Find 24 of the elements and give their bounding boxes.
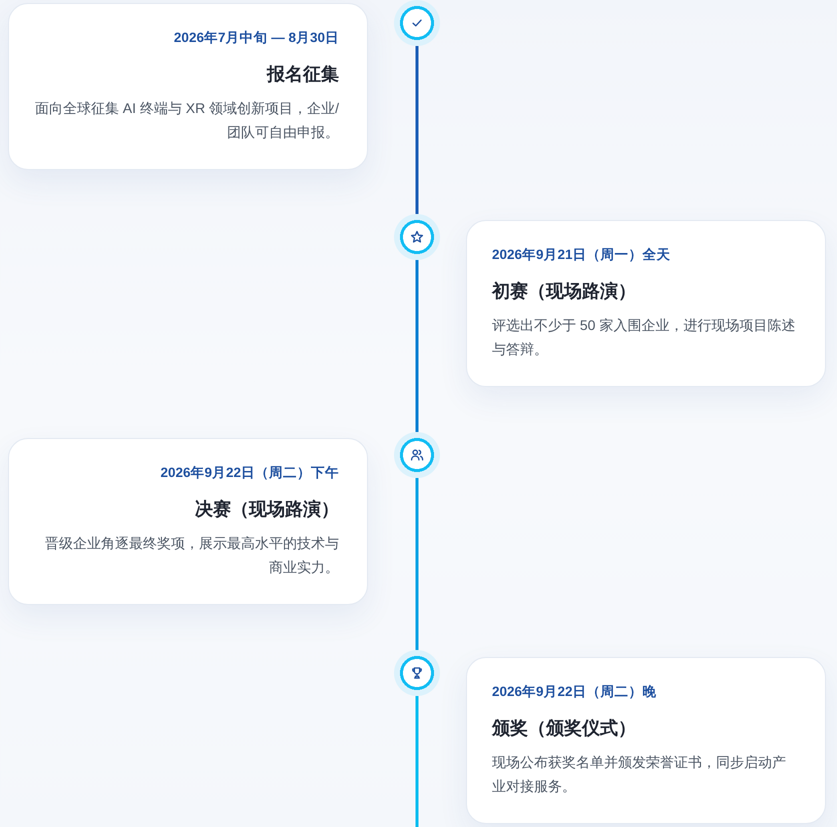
- timeline-line: [416, 260, 418, 432]
- card-description: 面向全球征集 AI 终端与 XR 领域创新项目，企业/团队可自由申报。: [34, 99, 339, 142]
- event-card: [8, 438, 368, 605]
- timeline-marker: [394, 650, 440, 696]
- card-title: 决赛（现场路演）: [194, 498, 339, 521]
- card-title: 颁奖（颁奖仪式）: [492, 717, 637, 740]
- card-description: 晋级企业角逐最终奖项，展示最高水平的技术与商业实力。: [44, 534, 339, 577]
- event-card: [466, 220, 826, 387]
- timeline-line: [416, 478, 418, 650]
- event-card: [466, 657, 826, 824]
- date-label: 2026年9月22日（周二）晚: [492, 683, 658, 701]
- date-label: 2026年7月中旬 — 8月30日: [172, 29, 339, 47]
- timeline-marker: [394, 214, 440, 260]
- card-title: 初赛（现场路演）: [492, 280, 637, 303]
- event-card: [8, 3, 368, 170]
- timeline-marker: [394, 432, 440, 478]
- date-label: 2026年9月21日（周一）全天: [492, 246, 672, 264]
- card-description: 评选出不少于 50 家入围企业，进行现场项目陈述与答辩。: [492, 316, 796, 359]
- card-title: 报名征集: [266, 63, 339, 86]
- timeline-marker: [394, 0, 440, 46]
- timeline-line: [416, 46, 418, 214]
- date-label: 2026年9月22日（周二）下午: [159, 464, 339, 482]
- timeline-line: [416, 696, 418, 827]
- card-description: 现场公布获奖名单并颁发荣誉证书，同步启动产业对接服务。: [492, 753, 787, 796]
